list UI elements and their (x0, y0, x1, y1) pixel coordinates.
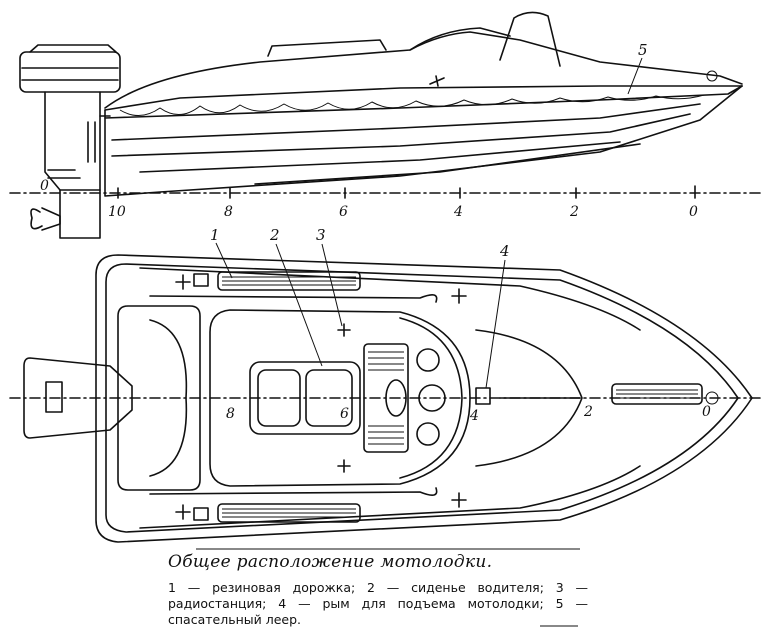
outboard-motor (19, 44, 121, 239)
side-scale-8: 8 (224, 204, 233, 220)
plan-hull-outer (95, 254, 753, 543)
plan-scale-6: 6 (340, 406, 349, 422)
motor-leg-detail (47, 169, 81, 179)
lifeline-festoons (119, 94, 705, 116)
motor-cowl-top (29, 44, 117, 53)
motor-cowl-bands (21, 67, 119, 81)
side-scale-2: 2 (569, 204, 579, 220)
propeller (30, 208, 43, 230)
figure-caption: Общее расположение мотолодки. 1 — резино… (168, 552, 588, 628)
caption-legend: 1 — резиновая дорожка; 2 — сиденье водит… (168, 580, 588, 627)
hull-strake-2 (111, 113, 691, 157)
leader-3 (321, 243, 343, 327)
transom-bracket (87, 115, 111, 163)
motor-lower-unit (59, 189, 101, 239)
plan-lifeline-top (149, 294, 438, 303)
deck-fitting-bottom-2 (451, 492, 467, 508)
callout-3: 3 (316, 226, 326, 244)
rubber-walkway-bottom (217, 503, 361, 523)
cleat-bottom (193, 507, 209, 521)
plan-scale-2: 2 (583, 404, 593, 420)
rubber-walkway-top (217, 271, 361, 291)
hull-chine (254, 143, 641, 185)
grab-rail-rear (267, 39, 387, 57)
walkway-ribs (222, 276, 698, 518)
caption-title: Общее расположение мотолодки. (168, 552, 493, 572)
cockpit-outline (209, 309, 471, 487)
plan-side-deck-top (139, 267, 641, 331)
cleat-top (193, 273, 209, 287)
callout-1: 1 (210, 226, 220, 244)
leader-5 (627, 57, 643, 95)
deck-line (104, 31, 743, 109)
deck-fitting-top-2 (451, 288, 467, 304)
leader-4 (485, 259, 506, 389)
plan-motor (23, 357, 133, 439)
plan-view: 8 6 4 2 0 1 2 3 4 (9, 226, 761, 543)
side-scale-6: 6 (339, 204, 348, 220)
side-scale-0: 0 (689, 204, 698, 220)
grab-rail-front (499, 11, 561, 67)
plan-hull-inner (105, 263, 739, 533)
rub-rail (104, 85, 743, 119)
console-ribs (368, 351, 404, 445)
radio-station-2 (337, 459, 351, 473)
sheer-line (104, 85, 743, 111)
radio-station (337, 323, 351, 337)
plan-lifeline-bottom (149, 487, 438, 496)
stern-mark: 0 (40, 178, 49, 194)
cockpit-coaming (399, 317, 463, 479)
plan-scale-8: 8 (226, 406, 235, 422)
deck-fitting-bottom-1 (175, 504, 191, 520)
motor-leg (44, 91, 101, 191)
plan-scale-4: 4 (469, 408, 479, 424)
side-scale-10: 10 (108, 204, 126, 220)
deck-fitting-top-1 (175, 274, 191, 290)
plan-scale-0: 0 (702, 404, 711, 420)
plan-side-deck-bottom (139, 465, 641, 529)
windshield (409, 27, 511, 51)
leader-1 (215, 242, 233, 279)
callout-2: 2 (269, 226, 280, 244)
side-scale-ticks (117, 185, 696, 199)
callout-4: 4 (499, 242, 510, 260)
side-cleat (429, 75, 445, 87)
gauge-bottom (416, 422, 440, 446)
callout-5: 5 (638, 41, 648, 59)
side-scale-4: 4 (453, 204, 463, 220)
leader-2 (275, 243, 323, 367)
lifting-eye (475, 387, 491, 405)
side-view: 10 8 6 4 2 0 0 5 (9, 11, 761, 239)
bow-cleat (706, 70, 718, 82)
stern-well (117, 305, 201, 491)
foredeck-outline (475, 329, 583, 467)
hull-strake-1 (111, 103, 701, 141)
propeller-hub (41, 207, 61, 231)
hull-strake-3 (139, 141, 621, 173)
rubber-walkway-bow (611, 383, 703, 405)
plan-motor-cap (45, 381, 63, 413)
motor-cowl (19, 51, 121, 93)
hull-outline (104, 85, 743, 197)
gauge-top (416, 348, 440, 372)
